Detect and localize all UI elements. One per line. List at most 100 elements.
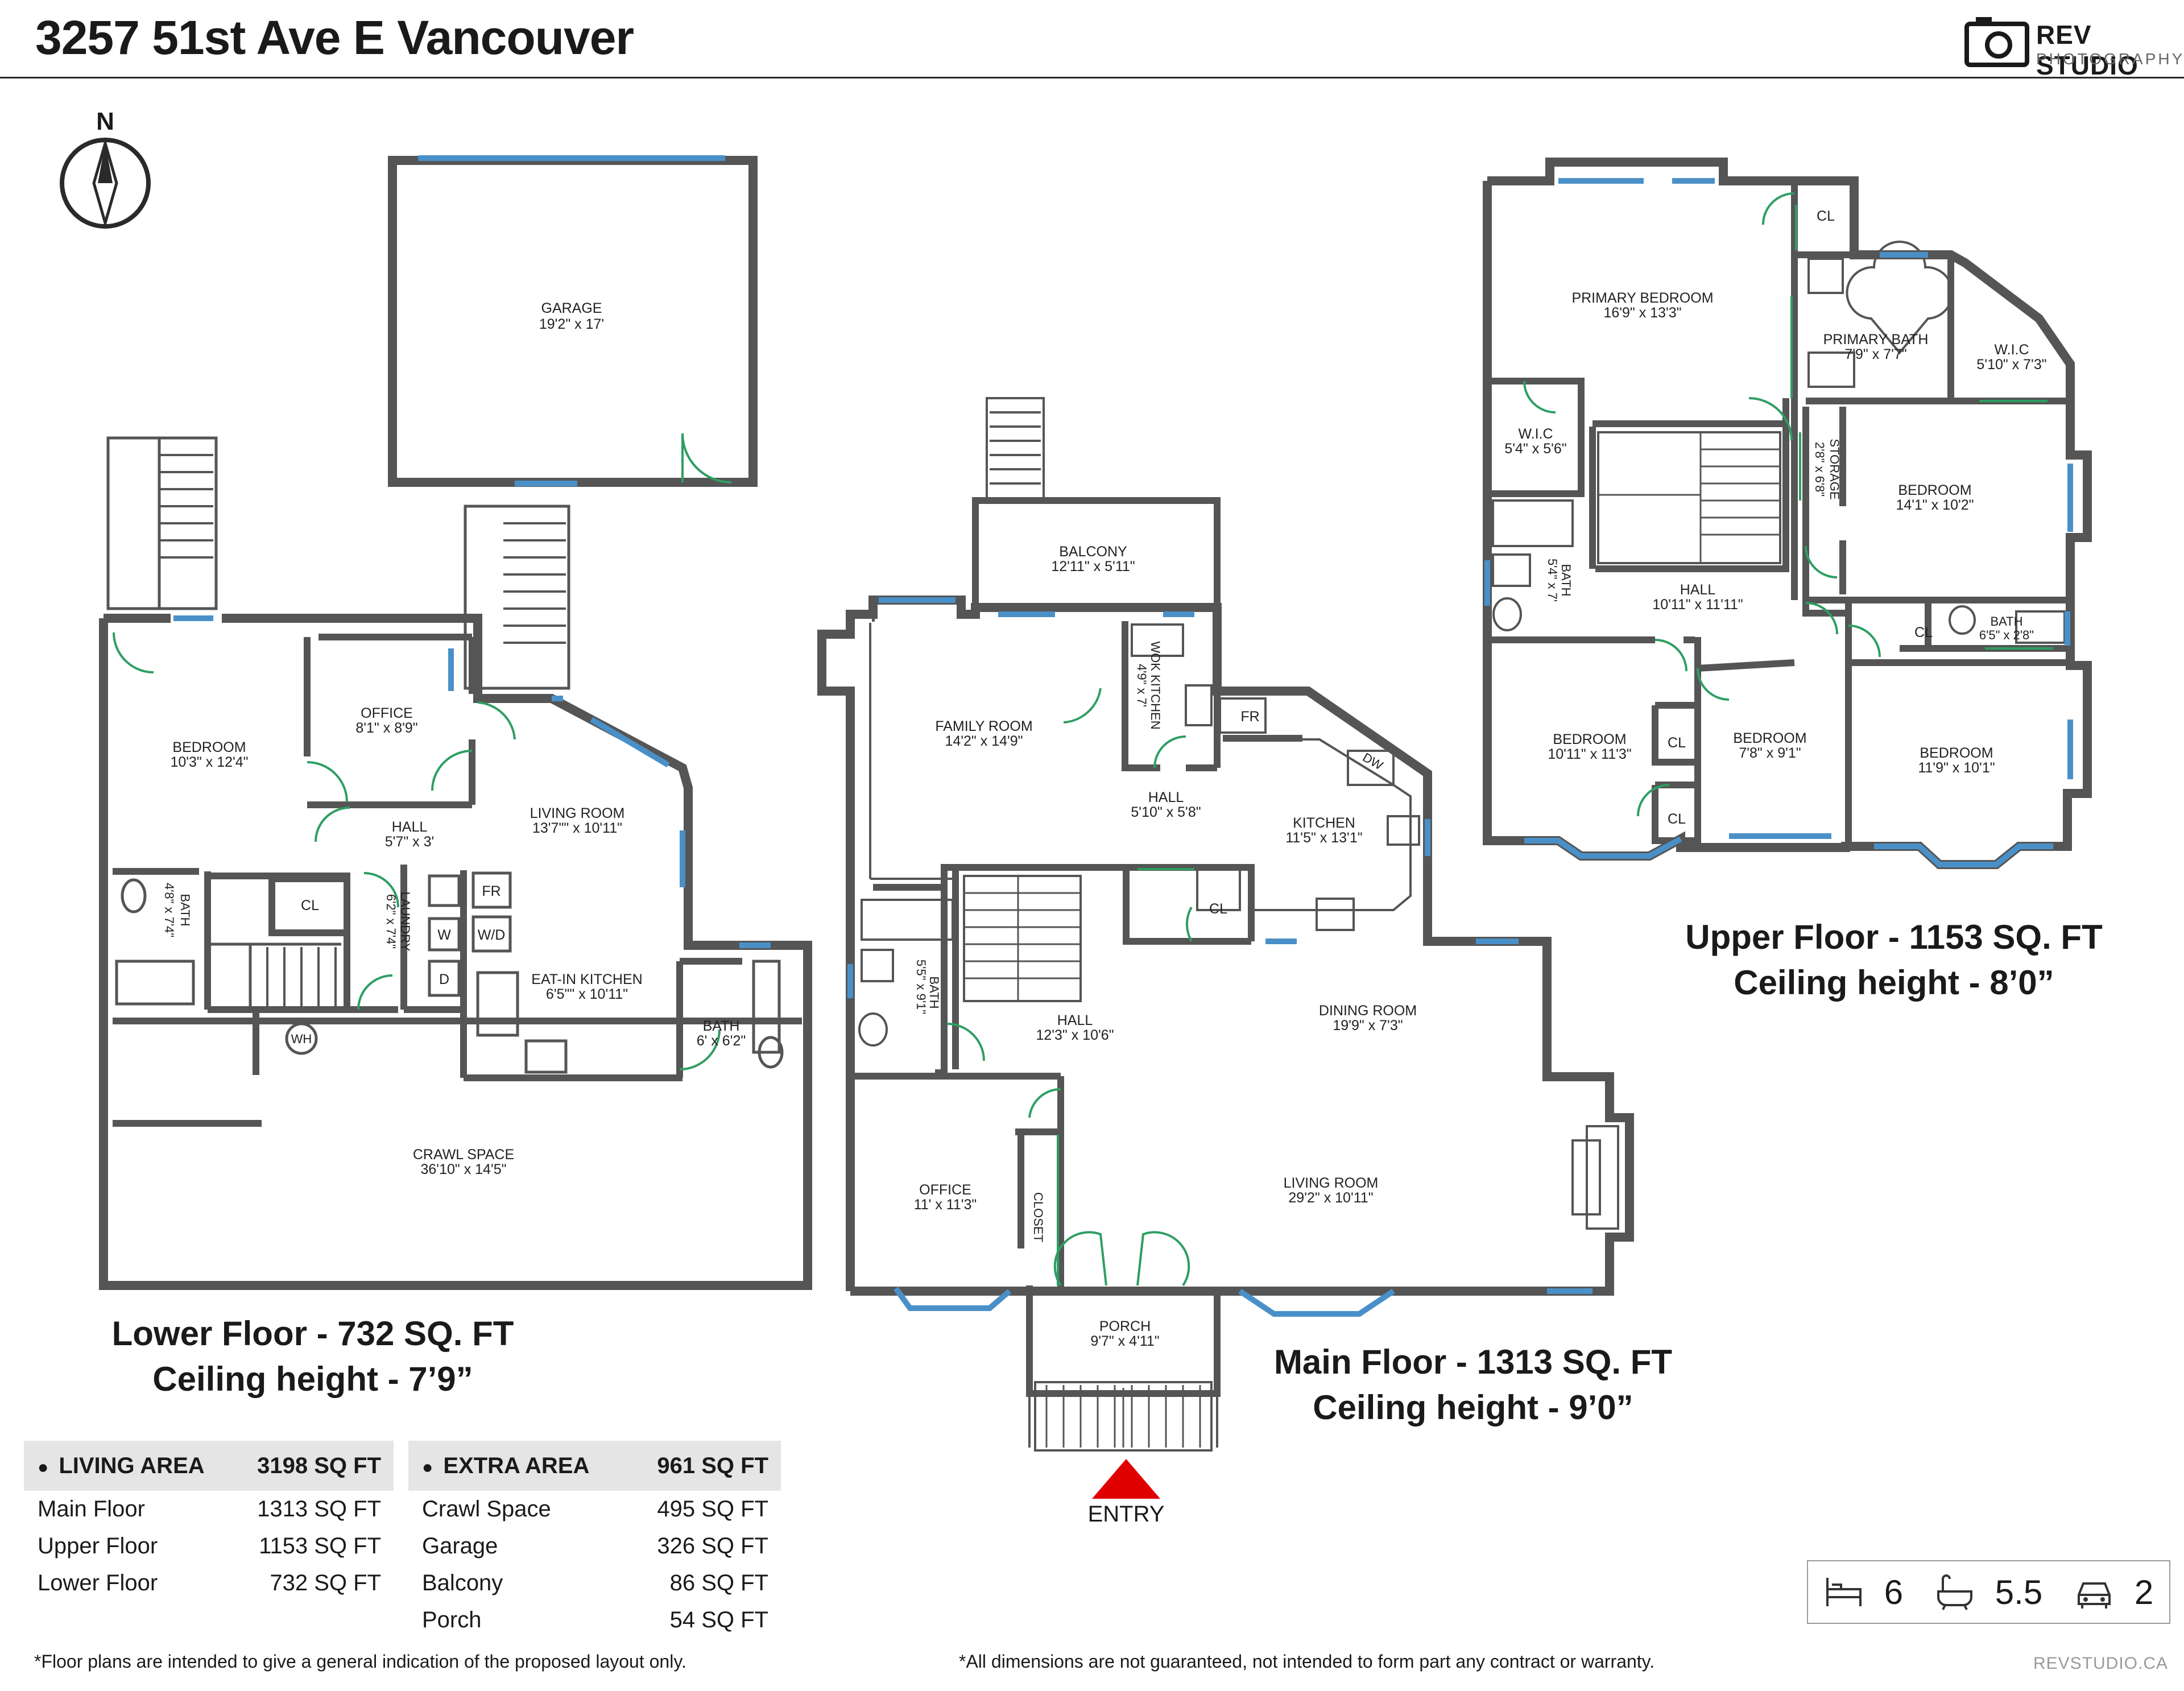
lower-bath2-size: 6' x 6'2" [697, 1033, 746, 1049]
lower-garage-name: GARAGE [541, 300, 602, 316]
lower-floor-ceiling: Ceiling height - 7’9” [152, 1360, 473, 1398]
row-value: 54 SQ FT [669, 1607, 768, 1632]
main-balcony-size: 12'11" x 5'11" [1051, 559, 1135, 574]
table-row: Upper Floor 1153 SQ FT [24, 1528, 394, 1565]
lower-floor-labels: GARAGE 19'2" x 17' BEDROOM 10'3" x 12'4"… [162, 300, 746, 1177]
disclaimer-left: *Floor plans are intended to give a gene… [34, 1651, 686, 1672]
row-value: 86 SQ FT [669, 1570, 768, 1595]
table-row: Crawl Space 495 SQ FT [408, 1491, 781, 1528]
table-row: Main Floor 1313 SQ FT [24, 1491, 394, 1528]
lower-garage-size: 19'2" x 17' [539, 316, 604, 332]
upper-cl3-label: CL [1668, 735, 1686, 751]
main-wok-size: 4'9" x 7' [1135, 664, 1149, 707]
disclaimer-right: *All dimensions are not guaranteed, not … [959, 1651, 1655, 1672]
lower-floor-caption: Lower Floor - 732 SQ. FT [112, 1314, 514, 1353]
lower-crawl-size: 36'10" x 14'5" [420, 1161, 506, 1177]
beds-count: 6 [1884, 1573, 1904, 1611]
row-name: Main Floor [38, 1496, 145, 1522]
upper-bed3-size: 10'11" x 11'3" [1548, 746, 1631, 762]
row-name: Porch [422, 1607, 482, 1632]
lower-water-heater-label: WH [291, 1032, 312, 1046]
main-bath-size: 5'5" x 9'1" [914, 960, 928, 1014]
main-living-name: LIVING ROOM [1284, 1175, 1379, 1191]
car-icon [2077, 1582, 2111, 1609]
upper-bed2-size: 14'1" x 10'2" [1896, 497, 1974, 513]
row-value: 326 SQ FT [657, 1533, 768, 1558]
main-hall1-size: 5'10" x 5'8" [1131, 804, 1201, 820]
upper-cl2-label: CL [1914, 625, 1933, 640]
lower-washer-dryer-label: W/D [478, 927, 506, 943]
living-area-header: LIVING AREA 3198 SQ FT [24, 1441, 394, 1491]
parking-count-group: 2 [2074, 1572, 2153, 1612]
compass-north-label: N [96, 108, 114, 135]
baths-count: 5.5 [1995, 1573, 2043, 1611]
main-exterior-walls [817, 596, 1634, 1296]
row-value: 1153 SQ FT [259, 1533, 381, 1558]
parking-count: 2 [2134, 1573, 2154, 1611]
extra-area-header: EXTRA AREA 961 SQ FT [408, 1441, 781, 1491]
lower-bedroom-size: 10'3" x 12'4" [170, 754, 248, 770]
brand-subtitle: PHOTOGRAPHY [2036, 50, 2184, 68]
lower-office-name: OFFICE [361, 705, 413, 721]
property-summary: 6 5.5 2 [1807, 1560, 2170, 1624]
row-name: Upper Floor [38, 1533, 158, 1558]
brand-name: REV STUDIO [2036, 20, 2138, 80]
lower-exterior-walls [99, 614, 812, 1290]
lower-office-size: 8'1" x 8'9" [355, 720, 417, 736]
main-office-size: 11' x 11'3" [914, 1197, 977, 1213]
row-value: 732 SQ FT [270, 1570, 381, 1595]
baths-count-group: 5.5 [1935, 1572, 2042, 1612]
upper-wic1-name: W.I.C [1994, 342, 2029, 358]
main-bath-name: BATH [927, 976, 941, 1008]
main-office-name: OFFICE [919, 1182, 971, 1198]
lower-laundry-size: 6'2" x 7'4" [384, 894, 398, 949]
lower-bath-size: 4'8" x 7'4" [162, 883, 176, 937]
upper-bed2-name: BEDROOM [1898, 482, 1971, 498]
main-wok-name: WOK KITCHEN [1148, 641, 1163, 729]
upper-wic2-size: 5'4" x 5'6" [1504, 441, 1566, 457]
upper-primary-bath-name: PRIMARY BATH [1823, 332, 1929, 348]
website-label: REVSTUDIO.CA [2033, 1654, 2168, 1673]
lower-closet-label: CL [301, 898, 319, 913]
upper-bed3-name: BEDROOM [1553, 731, 1626, 747]
main-porch-size: 9'7" x 4'11" [1090, 1333, 1159, 1349]
lower-washer-label: W [437, 927, 451, 943]
lower-eatin-size: 6'5"" x 10'11" [546, 986, 628, 1002]
extra-area-label: EXTRA AREA [422, 1453, 589, 1479]
main-kitchen-size: 11'5" x 13'1" [1285, 830, 1362, 846]
header-divider [0, 77, 2184, 78]
main-dining-name: DINING ROOM [1319, 1003, 1417, 1019]
upper-bed4-size: 7'8" x 9'1" [1739, 745, 1801, 761]
lower-fridge-label: FR [482, 883, 500, 899]
upper-bath-size: 5'4" x 7' [1545, 559, 1560, 602]
main-family-size: 14'2" x 14'9" [945, 733, 1023, 749]
brand-logo: REV STUDIO PHOTOGRAPHY [1963, 13, 2182, 80]
beds-count-group: 6 [1824, 1572, 1903, 1612]
bathtub-icon [1937, 1574, 1972, 1610]
upper-wic1-size: 5'10" x 7'3" [1976, 357, 2046, 373]
main-closet-name: CLOSET [1031, 1192, 1045, 1242]
lower-dryer-label: D [439, 971, 449, 987]
upper-cl4-label: CL [1668, 811, 1686, 827]
upper-primary-name: PRIMARY BEDROOM [1571, 290, 1713, 306]
upper-hall-name: HALL [1680, 582, 1716, 598]
lower-bedroom-name: BEDROOM [172, 739, 246, 755]
lower-living-size: 13'7"" x 10'11" [532, 820, 622, 836]
upper-floor-ceiling: Ceiling height - 8’0” [1734, 964, 2054, 1002]
main-hall1-name: HALL [1148, 789, 1184, 805]
upper-primary-size: 16'9" x 13'3" [1603, 305, 1681, 321]
upper-cl1-label: CL [1817, 208, 1835, 224]
main-dining-size: 19'9" x 7'3" [1333, 1018, 1403, 1033]
upper-storage-name: STORAGE [1827, 439, 1842, 499]
lower-crawl-name: CRAWL SPACE [413, 1147, 514, 1163]
upper-floor-labels: CL PRIMARY BEDROOM 16'9" x 13'3" PRIMARY… [1504, 208, 2046, 827]
upper-bed5-name: BEDROOM [1920, 745, 1993, 761]
row-name: Lower Floor [38, 1570, 158, 1595]
row-name: Balcony [422, 1570, 503, 1595]
table-row: Balcony 86 SQ FT [408, 1565, 781, 1602]
extra-area-table: EXTRA AREA 961 SQ FT Crawl Space 495 SQ … [408, 1441, 781, 1639]
main-living-size: 29'2" x 10'11" [1288, 1190, 1373, 1206]
row-value: 1313 SQ FT [257, 1496, 381, 1522]
main-balcony-name: BALCONY [1059, 544, 1127, 560]
